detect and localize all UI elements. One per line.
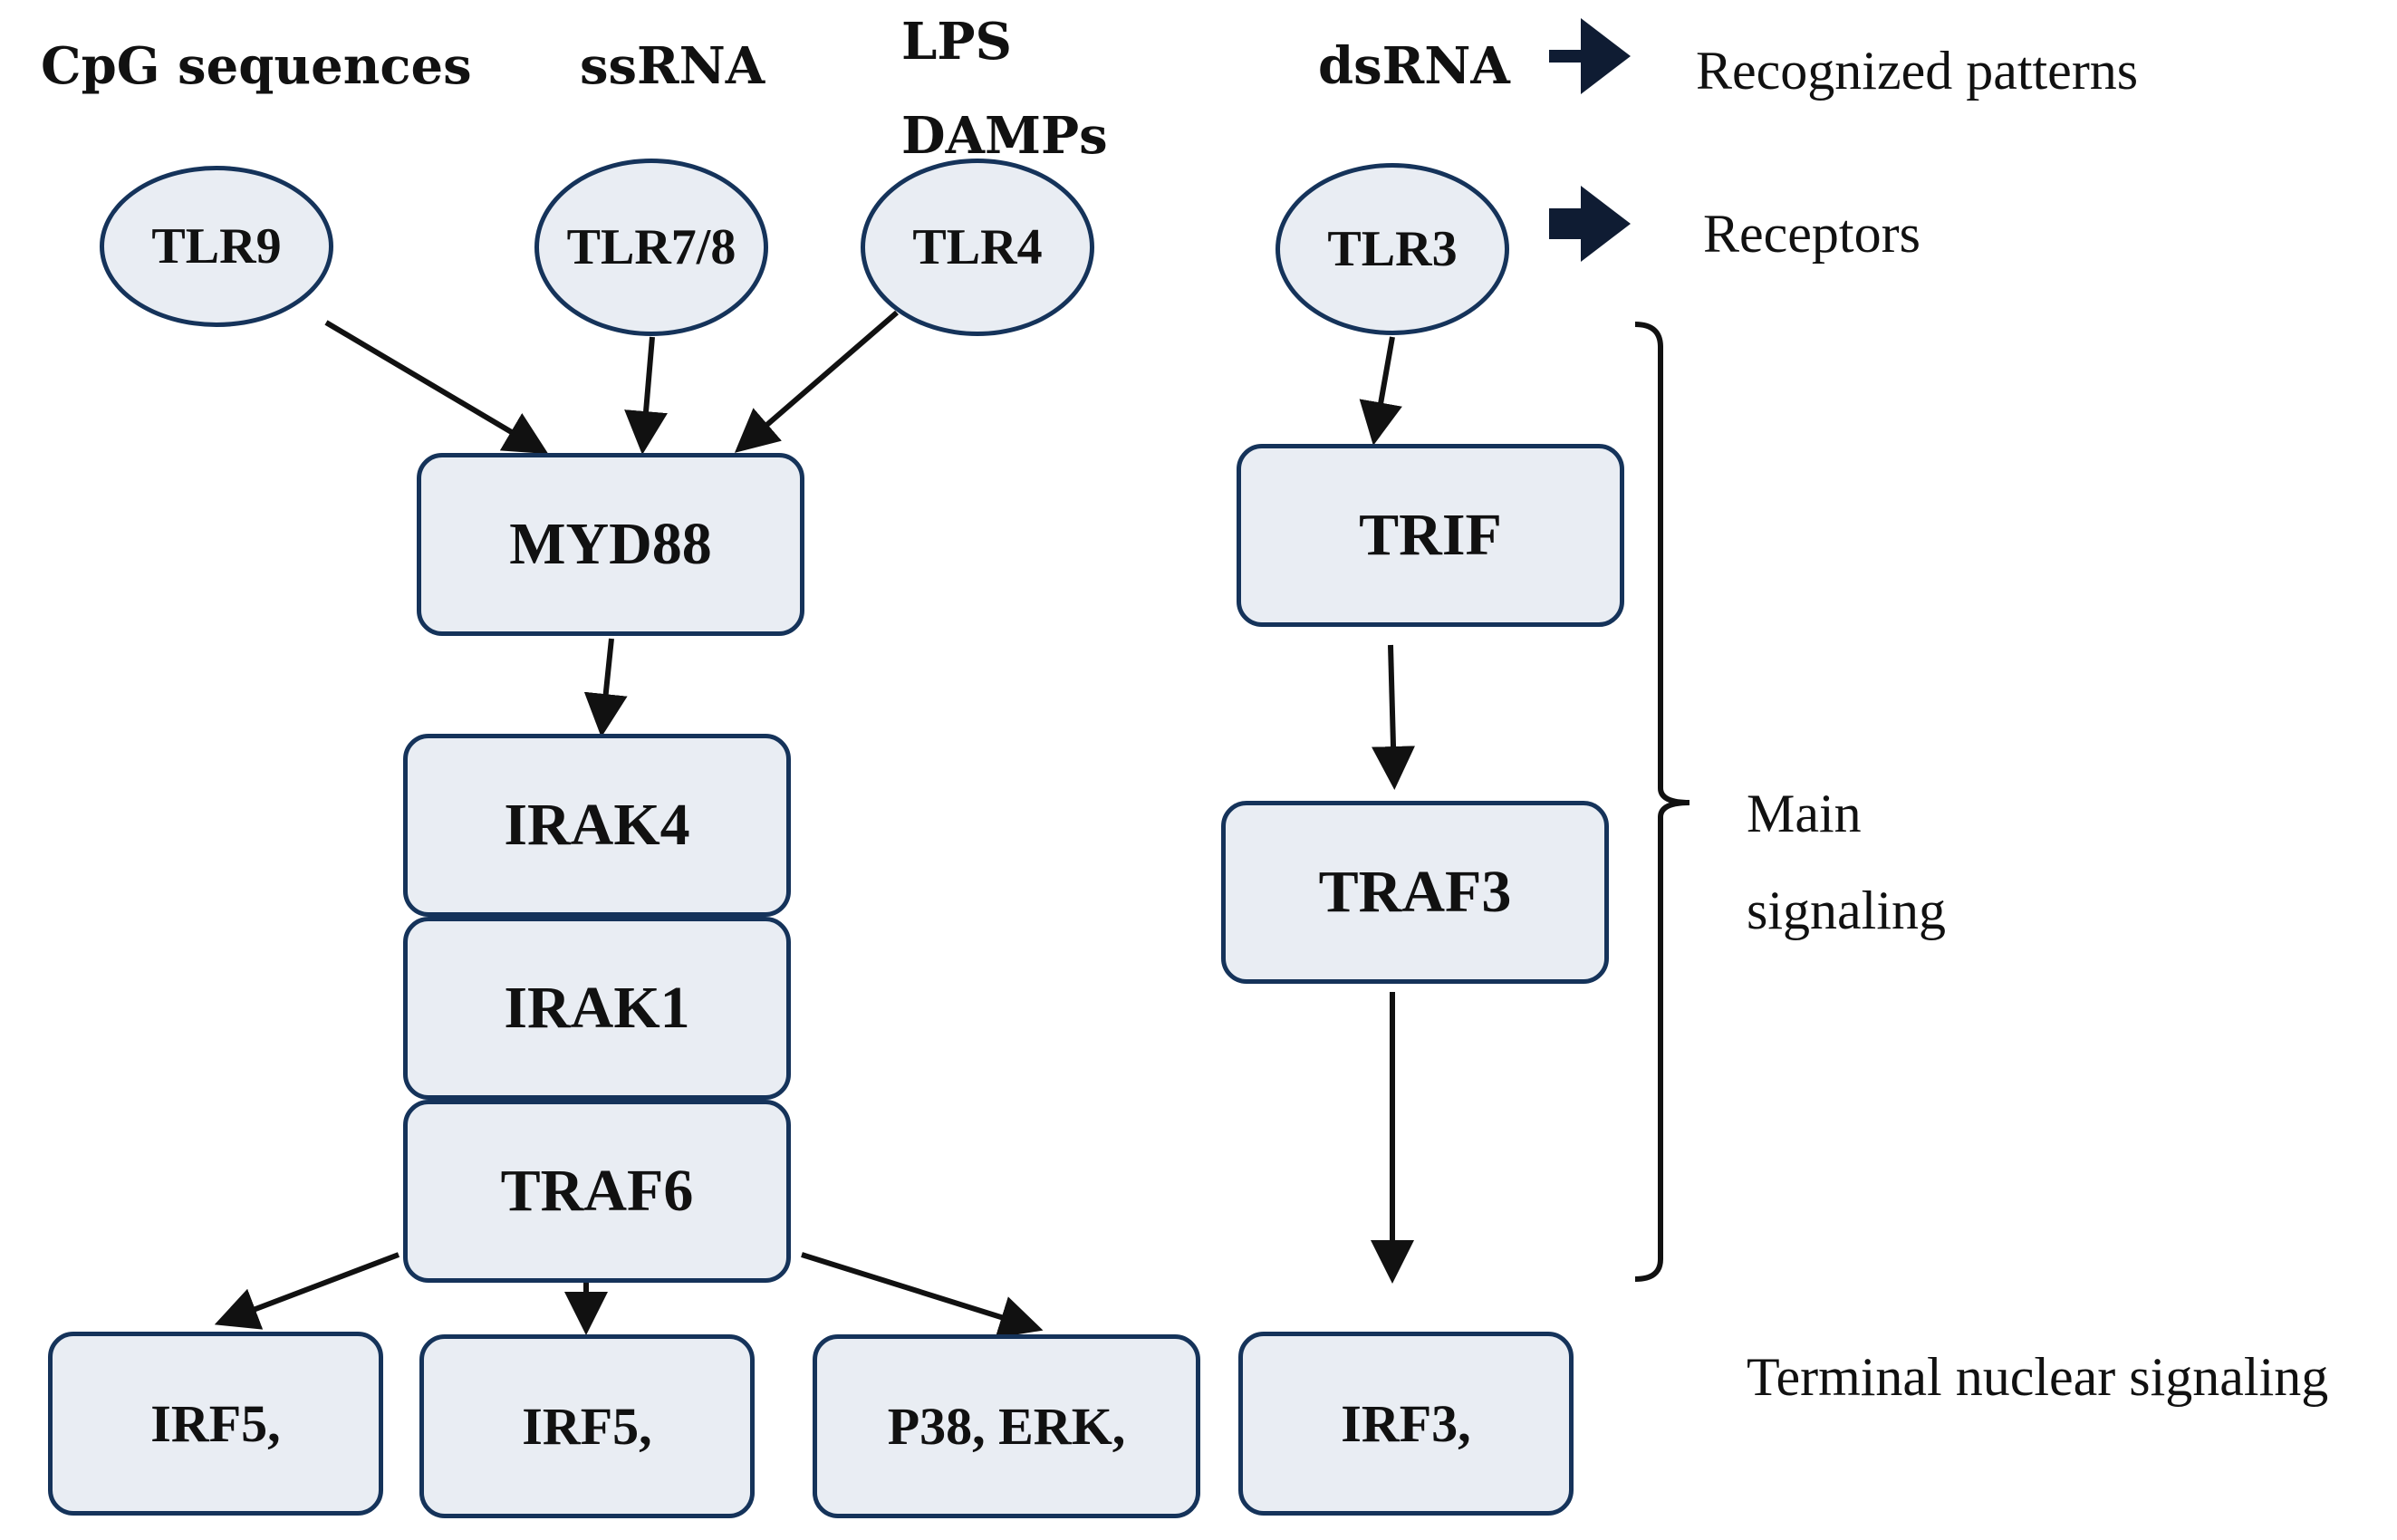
arrow-myd88-irak4 bbox=[583, 638, 628, 737]
legend-arrow-icon bbox=[1549, 186, 1631, 262]
main-signaling-bracket bbox=[1634, 322, 1690, 1282]
node-label: IRF3, bbox=[1341, 1394, 1471, 1453]
receptor-label: TLR4 bbox=[912, 219, 1043, 275]
legend-terminal: Terminal nuclear signaling bbox=[1747, 1347, 2329, 1407]
node-label: P38, ERK, bbox=[887, 1397, 1126, 1456]
pattern-damps: DAMPs bbox=[901, 106, 1108, 166]
node-myd88: MYD88 bbox=[417, 453, 804, 636]
node-label: TRAF3 bbox=[1318, 859, 1512, 925]
legend-main-line2: signaling bbox=[1747, 881, 1946, 940]
node-label: IRF5, bbox=[150, 1394, 281, 1453]
node-irf5-a: IRF5, bbox=[48, 1332, 383, 1516]
arrow-trif-traf3 bbox=[1372, 644, 1416, 790]
legend-receptors: Receptors bbox=[1703, 204, 1920, 264]
pattern-cpg: CpG sequences bbox=[41, 36, 472, 96]
receptor-label: TLR3 bbox=[1327, 221, 1458, 277]
arrow-traf6-irf5a bbox=[214, 1252, 400, 1330]
receptor-tlr9: TLR9 bbox=[100, 166, 333, 327]
node-label: MYD88 bbox=[509, 511, 712, 577]
node-traf3: TRAF3 bbox=[1221, 801, 1609, 984]
node-label: IRF5, bbox=[522, 1397, 652, 1456]
node-label: TRIF bbox=[1359, 502, 1502, 568]
arrow-tlr78-myd88 bbox=[624, 336, 668, 455]
arrow-tlr9-myd88 bbox=[324, 320, 549, 455]
node-irf5-b: IRF5, bbox=[419, 1334, 755, 1518]
node-label: IRAK4 bbox=[504, 792, 690, 858]
node-traf6: TRAF6 bbox=[403, 1100, 791, 1283]
node-label: IRAK1 bbox=[504, 975, 690, 1041]
receptor-tlr4: TLR4 bbox=[861, 159, 1094, 336]
arrow-tlr4-myd88 bbox=[734, 310, 899, 453]
receptor-label: TLR9 bbox=[151, 218, 282, 274]
node-irak4: IRAK4 bbox=[403, 734, 791, 917]
legend-arrow-icon bbox=[1549, 18, 1631, 94]
node-irf3: IRF3, bbox=[1238, 1332, 1574, 1516]
pattern-dsrna: dsRNA bbox=[1318, 36, 1510, 96]
legend-main-line1: Main bbox=[1747, 784, 1862, 843]
arrow-traf6-p38 bbox=[801, 1252, 1044, 1339]
pattern-ssrna: ssRNA bbox=[580, 36, 765, 96]
arrow-tlr3-trif bbox=[1359, 336, 1402, 446]
node-trif: TRIF bbox=[1237, 444, 1624, 627]
node-label: TRAF6 bbox=[500, 1158, 694, 1224]
node-p38-erk: P38, ERK, bbox=[813, 1334, 1200, 1518]
node-irak1: IRAK1 bbox=[403, 917, 791, 1100]
receptor-tlr78: TLR7/8 bbox=[534, 159, 768, 336]
legend-recognized-patterns: Recognized patterns bbox=[1696, 41, 2139, 101]
receptor-label: TLR7/8 bbox=[566, 219, 736, 275]
pattern-lps: LPS bbox=[901, 12, 1012, 72]
receptor-tlr3: TLR3 bbox=[1276, 163, 1509, 335]
